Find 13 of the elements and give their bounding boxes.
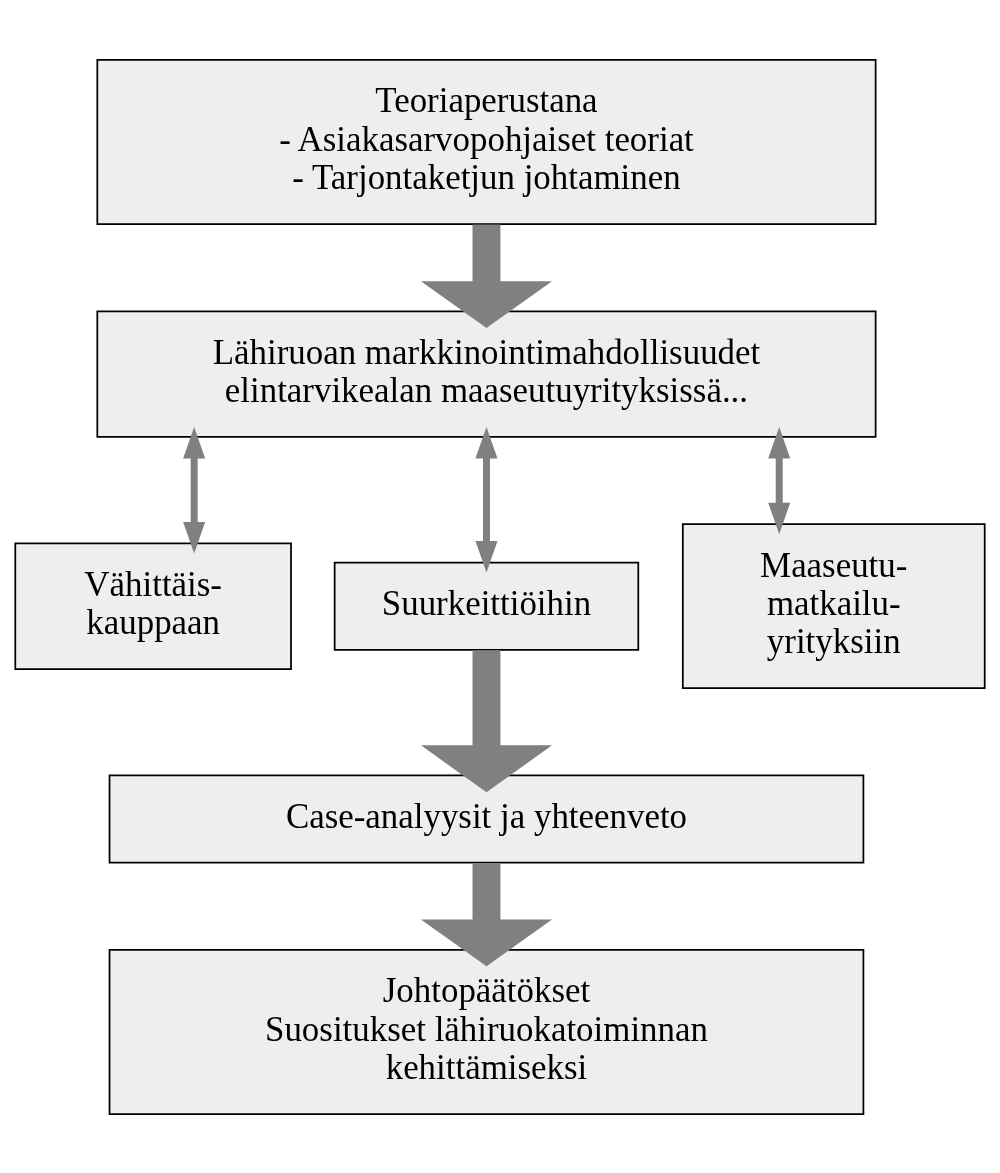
arrow [420, 862, 553, 966]
arrow [420, 649, 553, 792]
node-box: Vähittäis- kauppaan [14, 542, 292, 670]
node-box: Maaseutu- matkailu- yrityksiin [681, 522, 986, 689]
arrow [768, 426, 791, 534]
arrow [420, 224, 552, 328]
node-box: Lähiruoan markkinointimahdollisuudet elintarvikealan maaseutuyrityksissä... [96, 309, 877, 438]
node-box: Teoriaperustana - Asiakasarvopohjaiset teoriat - Tarjontaketjun johtaminen [96, 58, 877, 225]
node-box: Suurkeittiöihin [333, 561, 640, 651]
node-box: Case-analyysit ja yhteenveto [108, 774, 865, 864]
arrow [475, 426, 498, 573]
arrow [183, 426, 206, 553]
node-box: Johtopäätökset Suositukset lähiruokatoiminnan kehittämiseksi [108, 948, 865, 1115]
